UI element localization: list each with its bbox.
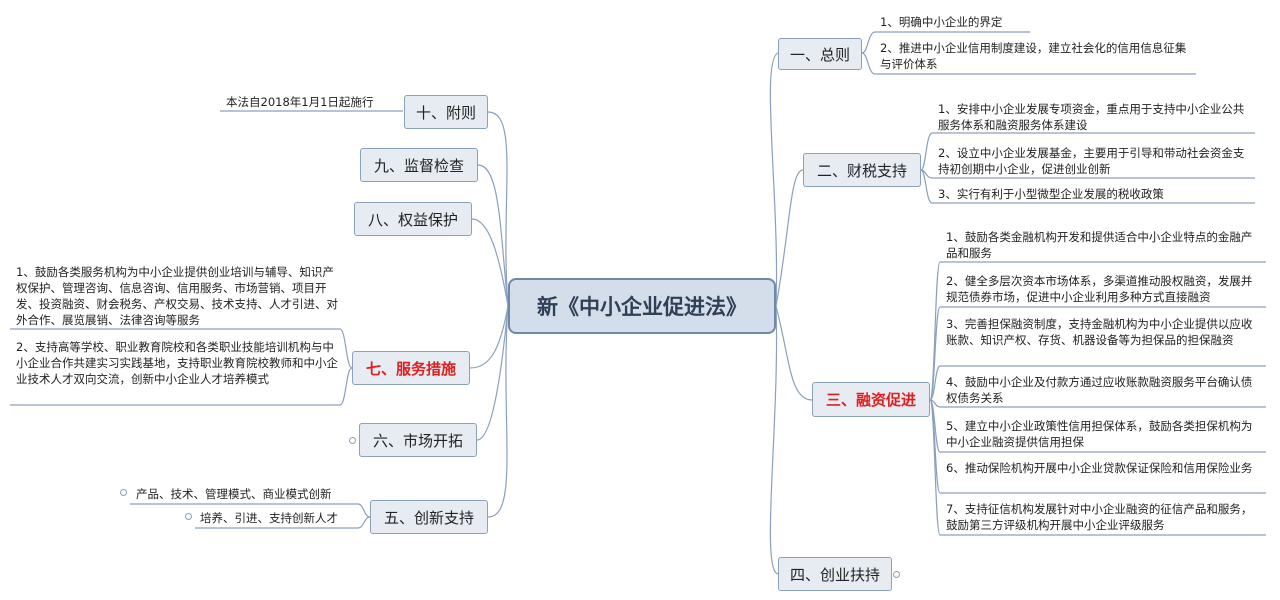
leaf-item: 4、鼓励中小企业及付款方通过应收账款融资服务平台确认债权债务关系 [946, 375, 1253, 405]
branch-general-provisions[interactable]: 一、总则 [778, 38, 862, 70]
branch-market-expansion[interactable]: 六、市场开拓 [359, 423, 477, 457]
branch-rights-protection[interactable]: 八、权益保护 [354, 202, 472, 236]
leaf-item: 2、设立中小企业发展基金，主要用于引导和带动社会资金支持初创期中小企业，促进创业… [938, 146, 1245, 176]
branch-startup-support[interactable]: 四、创业扶持 [778, 557, 892, 591]
leaf-item: 7、支持征信机构发展针对中小企业融资的征信产品和服务，鼓励第三方评级机构开展中小… [946, 502, 1253, 532]
leaf-item: 3、完善担保融资制度，支持金融机构为中小企业提供以应收账款、知识产权、存货、机器… [946, 317, 1253, 347]
center-topic[interactable]: 新《中小企业促进法》 [508, 278, 776, 334]
leaf-item: 1、明确中小企业的界定 [880, 15, 1003, 29]
branch-service-measures[interactable]: 七、服务措施 [352, 351, 470, 385]
branch-innovation-support[interactable]: 五、创新支持 [370, 500, 488, 534]
leaf-item: 2、支持高等学校、职业教育院校和各类职业技能培训机构与中小企业合作共建实习实践基… [16, 340, 338, 386]
expand-collapsed-icon[interactable] [893, 571, 900, 578]
leaf-item: 产品、技术、管理模式、商业模式创新 [136, 487, 332, 501]
leaf-item: 6、推动保险机构开展中小企业贷款保证保险和信用保险业务 [946, 461, 1253, 475]
leaf-item: 1、鼓励各类金融机构开发和提供适合中小企业特点的金融产品和服务 [946, 230, 1253, 260]
leaf-item: 2、健全多层次资本市场体系，多渠道推动股权融资，发展并规范债券市场，促进中小企业… [946, 274, 1253, 304]
branch-supervision[interactable]: 九、监督检查 [360, 148, 478, 182]
leaf-item: 本法自2018年1月1日起施行 [226, 95, 374, 109]
leaf-item: 1、鼓励各类服务机构为中小企业提供创业培训与辅导、知识产权保护、管理咨询、信息咨… [16, 265, 338, 327]
leaf-item: 2、推进中小企业信用制度建设，建立社会化的信用信息征集与评价体系 [880, 41, 1187, 71]
branch-supplementary[interactable]: 十、附则 [404, 95, 488, 129]
leaf-item: 3、实行有利于小型微型企业发展的税收政策 [938, 187, 1164, 201]
expand-collapsed-icon[interactable] [120, 489, 127, 496]
leaf-item: 5、建立中小企业政策性信用担保体系，鼓励各类担保机构为中小企业融资提供信用担保 [946, 419, 1253, 449]
expand-collapsed-icon[interactable] [185, 513, 192, 520]
leaf-item: 培养、引进、支持创新人才 [200, 511, 338, 525]
leaf-item: 1、安排中小企业发展专项资金，重点用于支持中小企业公共服务体系和融资服务体系建设 [938, 102, 1245, 132]
expand-collapsed-icon[interactable] [349, 437, 356, 444]
branch-financing-promotion[interactable]: 三、融资促进 [812, 382, 930, 417]
branch-fiscal-support[interactable]: 二、财税支持 [803, 153, 921, 187]
